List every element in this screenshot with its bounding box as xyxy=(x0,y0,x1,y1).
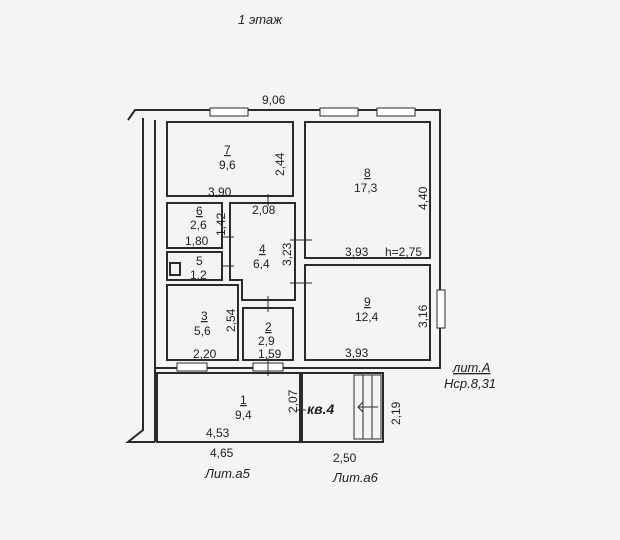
floor-title: 1 этаж xyxy=(238,12,283,27)
room-3-dim: 2,54 xyxy=(224,308,238,332)
outer-walls xyxy=(125,109,441,443)
room-6-area: 2,6 xyxy=(190,218,207,232)
room-6-dim: 1,80 xyxy=(185,234,209,248)
lit-a5-label: Лит.а5 xyxy=(204,466,251,481)
room-4-area: 6,4 xyxy=(253,257,270,271)
room-8-number: 8 xyxy=(364,166,371,180)
room-7 xyxy=(166,121,294,197)
room-1-area: 9,4 xyxy=(235,408,252,422)
room-2-number: 2 xyxy=(265,320,272,334)
room-9 xyxy=(304,264,431,361)
room-7-dim: 2,44 xyxy=(273,152,287,176)
room-2-dim: 1,59 xyxy=(258,347,282,361)
room-5-area: 1,2 xyxy=(190,268,207,282)
room-6-number: 6 xyxy=(196,204,203,218)
lit-a-label: лит.А xyxy=(452,360,491,375)
room-6-dim: 1,42 xyxy=(214,212,228,236)
lit-a-height: Нср.8,31 xyxy=(444,376,496,391)
room-8-area: 17,3 xyxy=(354,181,378,195)
room-9-area: 12,4 xyxy=(355,310,379,324)
room-3 xyxy=(166,284,239,361)
lit-a5-width: 4,65 xyxy=(210,446,234,460)
room-1-dim: 4,53 xyxy=(206,426,230,440)
lit-a6-depth: 2,19 xyxy=(389,401,403,425)
room-8 xyxy=(304,121,431,259)
room-7-number: 7 xyxy=(224,143,231,157)
room-1-dim: 2,07 xyxy=(286,389,300,413)
lit-a6-label: Лит.а6 xyxy=(332,470,379,485)
room-1-balcony xyxy=(156,372,301,443)
stairs-icon xyxy=(353,374,382,440)
room-5-number: 5 xyxy=(196,254,203,268)
room-9-dim: 3,16 xyxy=(416,304,430,328)
room-9-dim: 3,93 xyxy=(345,346,369,360)
room-3-area: 5,6 xyxy=(194,324,211,338)
apartment-label: кв.4 xyxy=(307,401,334,417)
lit-a6-width: 2,50 xyxy=(333,451,357,465)
room-6 xyxy=(166,202,223,249)
room-3-dim: 2,20 xyxy=(193,347,217,361)
room-8-dim: 4,40 xyxy=(416,186,430,210)
porch-a6 xyxy=(301,372,384,443)
overall-width: 9,06 xyxy=(262,93,286,107)
room-4-dim: 2,08 xyxy=(252,203,276,217)
room-2-area: 2,9 xyxy=(258,334,275,348)
toilet-icon xyxy=(169,262,181,276)
ceiling-height: h=2,75 xyxy=(385,245,422,259)
room-9-number: 9 xyxy=(364,295,371,309)
room-1-number: 1 xyxy=(240,393,247,407)
room-4-dim: 3,23 xyxy=(280,242,294,266)
room-8-dim: 3,93 xyxy=(345,245,369,259)
room-7-area: 9,6 xyxy=(219,158,236,172)
room-4 xyxy=(229,202,296,301)
door-marks xyxy=(222,194,312,411)
room-4-number: 4 xyxy=(259,242,266,256)
room-3-number: 3 xyxy=(201,309,208,323)
room-7-dim: 3,90 xyxy=(208,185,232,199)
